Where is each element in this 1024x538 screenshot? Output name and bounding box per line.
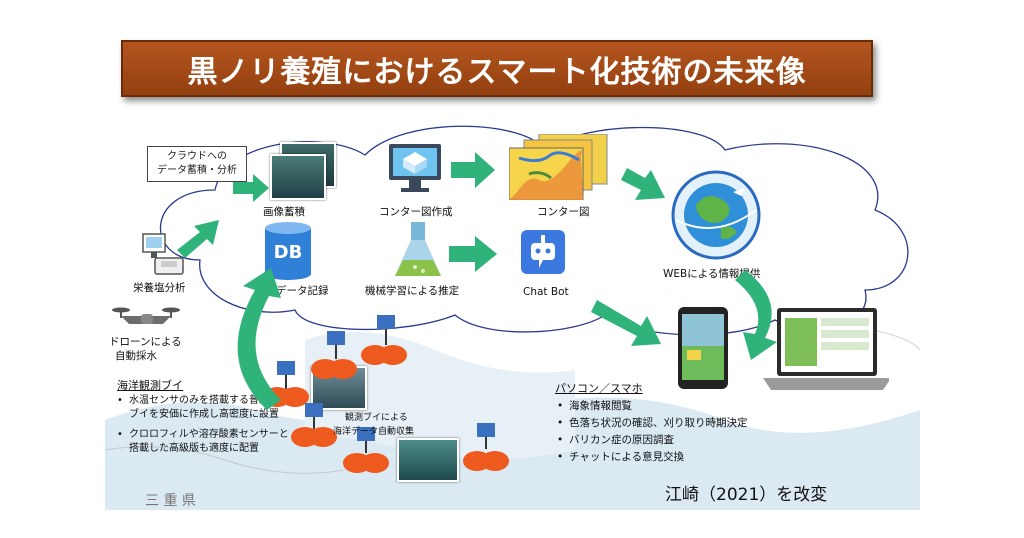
flow-arrow xyxy=(621,168,665,200)
flow-arrows xyxy=(177,152,777,410)
credit-text: 江崎（2021）を改変 xyxy=(665,485,828,505)
flow-arrow xyxy=(233,174,269,202)
buoy-collect-label-2: 海洋データ自動収集 xyxy=(333,427,415,437)
pc-heading: パソコン／スマホ xyxy=(555,382,643,395)
bullet-line: ブイを安価に作成し高密度に設置 xyxy=(129,409,279,420)
buoy-icon xyxy=(361,315,407,365)
list-item: • クロロフィルや溶存酸素センサーと 搭載した高級版も適度に配置 xyxy=(117,429,289,454)
cloud-label-line-1: クラウドへの xyxy=(167,151,227,162)
ml-label: 機械学習による推定 xyxy=(365,285,460,297)
flask-icon xyxy=(395,222,441,276)
flow-arrow xyxy=(177,220,219,258)
list-item: •バリカン症の原因調査 xyxy=(557,434,674,446)
flow-arrow xyxy=(237,268,281,410)
page-title: 黒ノリ養殖におけるスマート化技術の未来像 xyxy=(187,54,807,90)
contour-map-icon xyxy=(509,134,608,200)
cloud-label-line-2: データ蓄積・分析 xyxy=(157,165,237,176)
database-label: DB xyxy=(273,242,303,263)
drone-label-2: 自動採水 xyxy=(115,350,157,362)
chatbot-icon xyxy=(521,230,565,274)
mie-label: 三 重 県 xyxy=(145,493,196,509)
list-item: •チャットによる意見交換 xyxy=(557,451,685,463)
image-thumbnail xyxy=(270,154,326,200)
diagram-canvas: クラウドへの データ蓄積・分析 画像蓄積 DB 海象データ記録 コンター図作成 … xyxy=(105,120,920,510)
web-label: WEBによる情報提供 xyxy=(663,268,761,280)
flow-arrow xyxy=(591,300,661,346)
analyzer-icon xyxy=(142,233,184,275)
buoy-icon xyxy=(291,403,337,447)
buoy-collect-label-1: 観測ブイによる xyxy=(345,413,408,423)
bullet-line: クロロフィルや溶存酸素センサーと xyxy=(129,429,289,440)
pc-bullets: •海象情報閲覧 •色落ち状況の確認、刈り取り時期決定 •バリカン症の原因調査 •… xyxy=(557,398,748,466)
title-banner: 黒ノリ養殖におけるスマート化技術の未来像 xyxy=(121,40,873,97)
database-icon xyxy=(265,222,311,280)
flow-arrow xyxy=(451,152,495,188)
laptop-icon xyxy=(763,308,889,390)
buoy-group xyxy=(265,315,509,473)
smartphone-icon xyxy=(678,307,728,389)
list-item: •海象情報閲覧 xyxy=(557,400,632,412)
buoy-icon xyxy=(463,423,509,471)
buoy-bullets: • 水温センサのみを搭載する普及用 ブイを安価に作成し高密度に設置 • クロロフ… xyxy=(117,394,289,456)
drone-label-1: ドローンによる xyxy=(109,336,182,348)
drone-icon xyxy=(112,307,180,324)
list-item: • 水温センサのみを搭載する普及用 ブイを安価に作成し高密度に設置 xyxy=(117,395,279,420)
buoy-icon xyxy=(343,427,389,473)
contour-create-label: コンター図作成 xyxy=(379,206,453,218)
buoy-icon xyxy=(311,331,357,379)
bullet-line: 水温センサのみを搭載する普及用 xyxy=(129,395,279,406)
monitor-icon xyxy=(389,144,441,192)
image-store-label: 画像蓄積 xyxy=(263,206,305,218)
flow-arrow xyxy=(735,270,777,360)
bullet-line: 搭載した高級版も適度に配置 xyxy=(129,443,259,454)
cloud-storage-label: クラウドへの データ蓄積・分析 xyxy=(147,146,247,182)
buoy-heading: 海洋観測ブイ xyxy=(117,379,183,392)
nutrient-label: 栄養塩分析 xyxy=(133,282,186,294)
buoy-photo xyxy=(397,438,459,482)
globe-icon xyxy=(671,170,761,260)
chatbot-label: Chat Bot xyxy=(523,286,569,298)
contour-label: コンター図 xyxy=(537,206,590,218)
flow-arrow xyxy=(449,236,497,272)
list-item: •色落ち状況の確認、刈り取り時期決定 xyxy=(557,417,748,429)
